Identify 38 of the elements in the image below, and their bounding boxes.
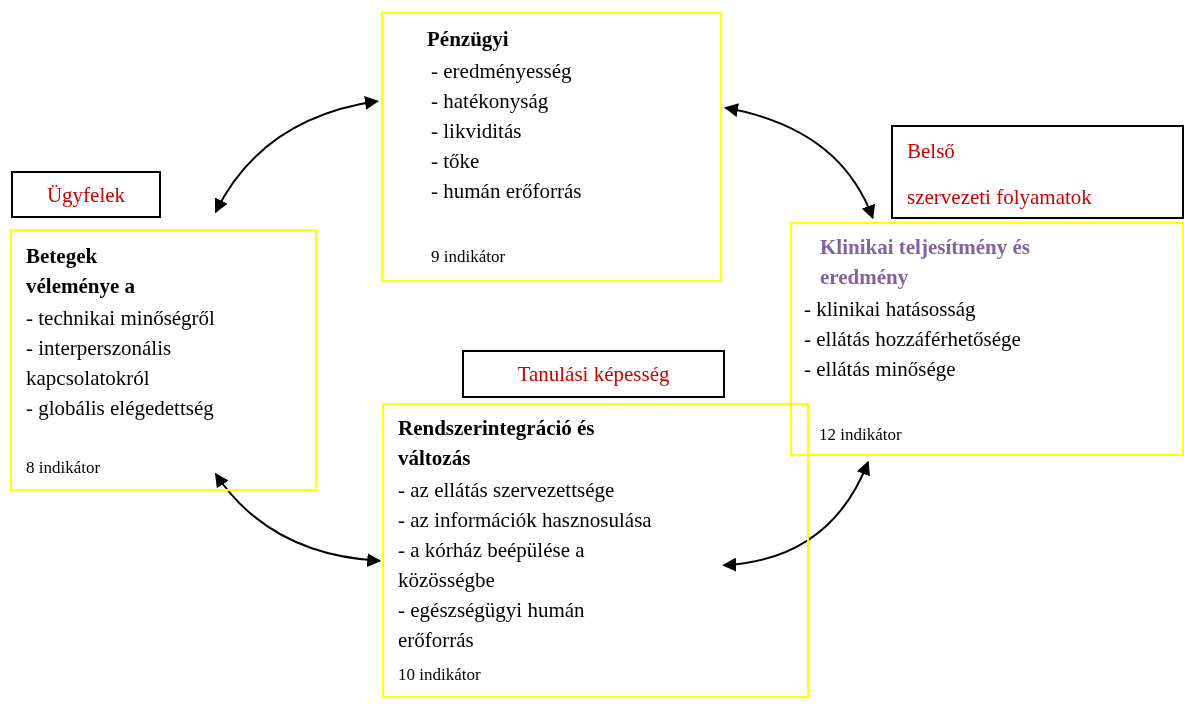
perspective-title-box (891, 125, 1184, 219)
perspective-box (790, 222, 1184, 456)
card-heading: Rendszerintegráció és változás (398, 415, 596, 472)
indicator-count: 8 indikátor (26, 457, 102, 479)
list-item: - egészségügyi humán erőforrás (398, 597, 586, 654)
perspective-label: Ügyfelek (46, 181, 126, 209)
perspective-label: Belső (907, 138, 956, 165)
list-item: - humán erőforrás (431, 178, 583, 205)
perspective-box (381, 12, 722, 282)
list-item: - ellátás hozzáférhetősége (804, 326, 1022, 353)
list-item: - az ellátás szervezettsége (398, 477, 616, 504)
card-heading: Klinikai teljesítmény és eredmény (820, 234, 1031, 291)
perspective-label: szervezeti folyamatok (907, 184, 1093, 211)
perspective-box (10, 229, 317, 491)
perspective-title-box (11, 171, 161, 218)
card-heading: Betegek véleménye a (26, 243, 137, 300)
list-item: - eredményesség (431, 58, 573, 85)
list-item: - technikai minőségről (26, 305, 216, 332)
perspective-box (382, 403, 809, 698)
double-arrow (724, 103, 875, 220)
list-item: - likviditás (431, 118, 523, 145)
list-item: - hatékonyság (431, 88, 550, 115)
perspective-label: Tanulási képesség (517, 361, 670, 388)
list-item: - tőke (431, 148, 481, 175)
double-arrow (214, 472, 382, 567)
list-item: - ellátás minősége (804, 356, 957, 383)
list-item: - az információk hasznosulása (398, 507, 653, 534)
list-item: - interperszonális kapcsolatokról (26, 335, 173, 392)
double-arrow (722, 460, 870, 572)
card-heading: Pénzügyi (427, 26, 510, 53)
indicator-count: 9 indikátor (431, 246, 507, 268)
indicator-count: 10 indikátor (398, 664, 482, 686)
perspective-title-box (462, 350, 725, 398)
list-item: - klinikai hatásosság (804, 296, 977, 323)
double-arrow (214, 96, 379, 214)
indicator-count: 12 indikátor (819, 424, 903, 446)
list-item: - a kórház beépülése a közösségbe (398, 537, 586, 594)
list-item: - globális elégedettség (26, 395, 215, 422)
